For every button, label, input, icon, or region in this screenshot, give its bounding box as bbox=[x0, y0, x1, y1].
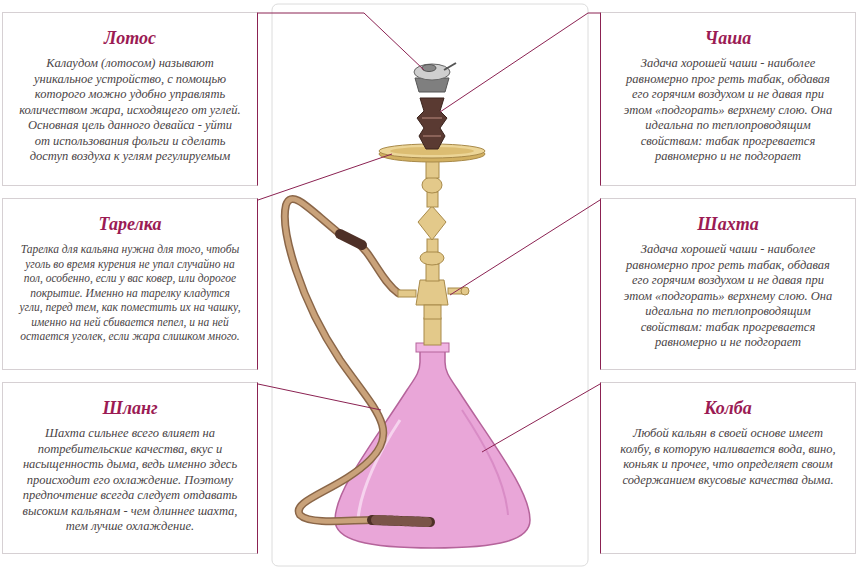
callout-box: ШахтаЗадача хорошей чаши - наиболее равн… bbox=[600, 198, 856, 370]
callout-text: Задача хорошей чаши - наиболее равномерн… bbox=[617, 242, 839, 351]
stem-part bbox=[426, 264, 439, 281]
mouthpiece bbox=[372, 520, 430, 522]
stem-part bbox=[422, 177, 442, 193]
callout-heading: Шланг bbox=[19, 397, 241, 419]
stem-part bbox=[427, 192, 438, 207]
callout-box: ТарелкаТарелка для кальяна нужна для тог… bbox=[2, 198, 258, 370]
bowl-body bbox=[417, 98, 447, 149]
callout-heading: Чаша bbox=[617, 27, 839, 49]
bowl-ridge bbox=[422, 117, 442, 119]
lotus-handle bbox=[444, 63, 456, 70]
stem bbox=[398, 158, 469, 345]
callout-text: Любой кальян в своей основе имеет колбу,… bbox=[617, 426, 839, 488]
callout-heading: Тарелка bbox=[19, 213, 241, 235]
hose-tube bbox=[285, 199, 383, 521]
callout-heading: Лотос bbox=[19, 27, 241, 49]
valve-knob bbox=[461, 287, 469, 295]
lotus-lid bbox=[414, 64, 450, 80]
lotus bbox=[414, 63, 456, 92]
illustration-panel bbox=[272, 4, 588, 566]
leader-line bbox=[440, 13, 600, 112]
bowl bbox=[417, 98, 447, 149]
callout-text: Шахта сильнее всего влияет на потребител… bbox=[19, 426, 241, 535]
callout-text: Задача хорошей чаши - наиболее равномерн… bbox=[617, 56, 839, 165]
stem-part bbox=[416, 280, 448, 305]
callout-box: ЛотосКалаудом (лотосом) называют уникаль… bbox=[2, 12, 258, 186]
hose-handle bbox=[340, 234, 362, 245]
leader-lines bbox=[258, 13, 600, 452]
lotus-knob bbox=[422, 65, 436, 72]
leader-line bbox=[450, 200, 600, 295]
callout-box: ШлангШахта сильнее всего влияет на потре… bbox=[2, 382, 258, 554]
vase-shade bbox=[462, 410, 508, 515]
callout-text: Тарелка для кальяна нужна для того, чтоб… bbox=[19, 242, 241, 344]
callout-text: Калаудом (лотосом) называют уникальное у… bbox=[19, 56, 241, 165]
stem-part bbox=[420, 251, 444, 265]
bowl-ridge bbox=[423, 135, 441, 137]
stem-part bbox=[427, 239, 438, 252]
leader-line bbox=[258, 13, 424, 70]
callout-heading: Шахта bbox=[617, 213, 839, 235]
callout-box: КолбаЛюбой кальян в своей основе имеет к… bbox=[600, 382, 856, 554]
stem-part bbox=[418, 206, 446, 240]
hose-outline bbox=[285, 199, 383, 521]
hose-port bbox=[398, 290, 416, 297]
stem-part bbox=[424, 305, 441, 319]
hose bbox=[285, 199, 430, 522]
leader-line bbox=[482, 384, 600, 452]
mouthpiece-ridges bbox=[376, 520, 428, 522]
stem-part bbox=[424, 318, 441, 345]
callout-box: ЧашаЗадача хорошей чаши - наиболее равно… bbox=[600, 12, 856, 186]
callout-heading: Колба bbox=[617, 397, 839, 419]
leader-line bbox=[258, 154, 392, 200]
leader-line bbox=[258, 384, 381, 410]
